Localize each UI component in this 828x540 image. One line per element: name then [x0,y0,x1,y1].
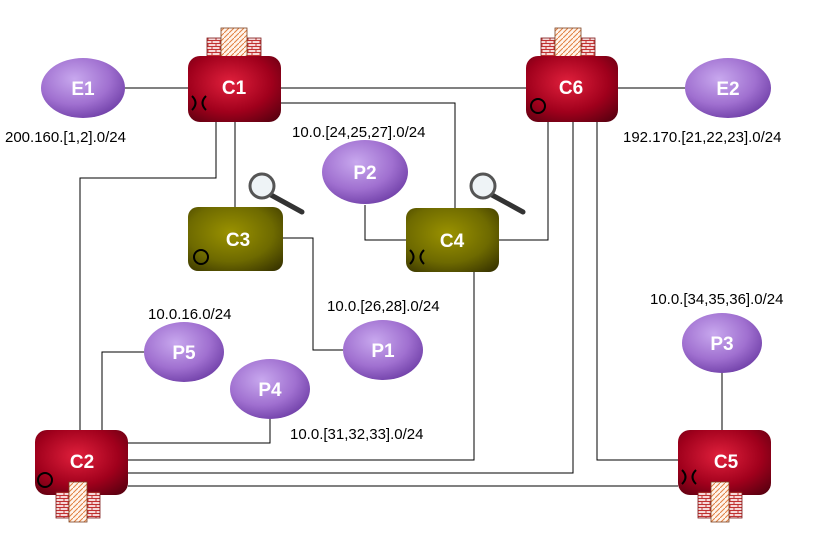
link-c6-c4 [499,122,549,241]
link-c3-p1 [283,237,343,351]
router-c6: C6 [526,56,618,122]
router-c2: C2 [35,430,128,495]
router-c4: C4 [406,208,499,272]
router-c5-label: C5 [714,452,739,473]
circle-icon [37,472,53,488]
link-p5-c2 [101,351,145,430]
link-c6-c5 [596,122,678,461]
router-c1-label: C1 [222,78,247,99]
link-c4-c2 [128,272,475,461]
network-e1: E1 [41,58,125,118]
router-c3: C3 [188,207,283,271]
subnet-label-e2: 192.170.[21,22,23].0/24 [623,129,781,146]
network-p4-label: P4 [258,380,282,401]
bowtie-icon [409,249,425,265]
links [79,87,723,487]
network-p2-label: P2 [353,163,376,184]
firewall-icon [55,481,101,523]
network-p3-label: P3 [710,334,733,355]
subnet-labels: 200.160.[1,2].0/24 192.170.[21,22,23].0/… [5,124,783,443]
subnet-label-p5: 10.0.16.0/24 [148,306,231,323]
subnet-label-e1: 200.160.[1,2].0/24 [5,129,126,146]
link-c6-c2 [128,122,574,474]
network-p1-label: P1 [371,341,395,362]
link-p4-c2 [128,418,271,444]
link-c1-c2 [79,122,217,430]
magnifier-icon [469,172,526,215]
network-p5-label: P5 [172,343,196,364]
firewall-icon [697,481,743,523]
router-c3-label: C3 [226,230,250,251]
network-p1: P1 [343,320,423,380]
network-e2: E2 [685,58,771,118]
network-p2: P2 [322,140,408,204]
link-c1-c4 [281,102,456,208]
router-c5: C5 [678,430,771,495]
router-c2-label: C2 [70,452,94,473]
network-e2-label: E2 [716,79,739,100]
router-c4-label: C4 [440,231,465,252]
magnifier-icon [248,172,305,215]
circle-icon [530,98,546,114]
subnet-label-p4: 10.0.[31,32,33].0/24 [290,426,423,443]
bowtie-icon [681,469,697,485]
network-p5: P5 [144,322,224,382]
circle-icon [193,249,209,265]
network-p4: P4 [230,359,310,419]
router-c6-label: C6 [559,78,583,99]
network-e1-label: E1 [71,79,95,100]
router-c1: C1 [188,56,281,122]
subnet-label-p1: 10.0.[26,28].0/24 [327,298,440,315]
bowtie-icon [191,95,207,111]
subnet-label-p3: 10.0.[34,35,36].0/24 [650,291,783,308]
subnet-label-p2: 10.0.[24,25,27].0/24 [292,124,425,141]
link-p2-c4 [364,205,406,241]
network-p3: P3 [682,313,762,373]
